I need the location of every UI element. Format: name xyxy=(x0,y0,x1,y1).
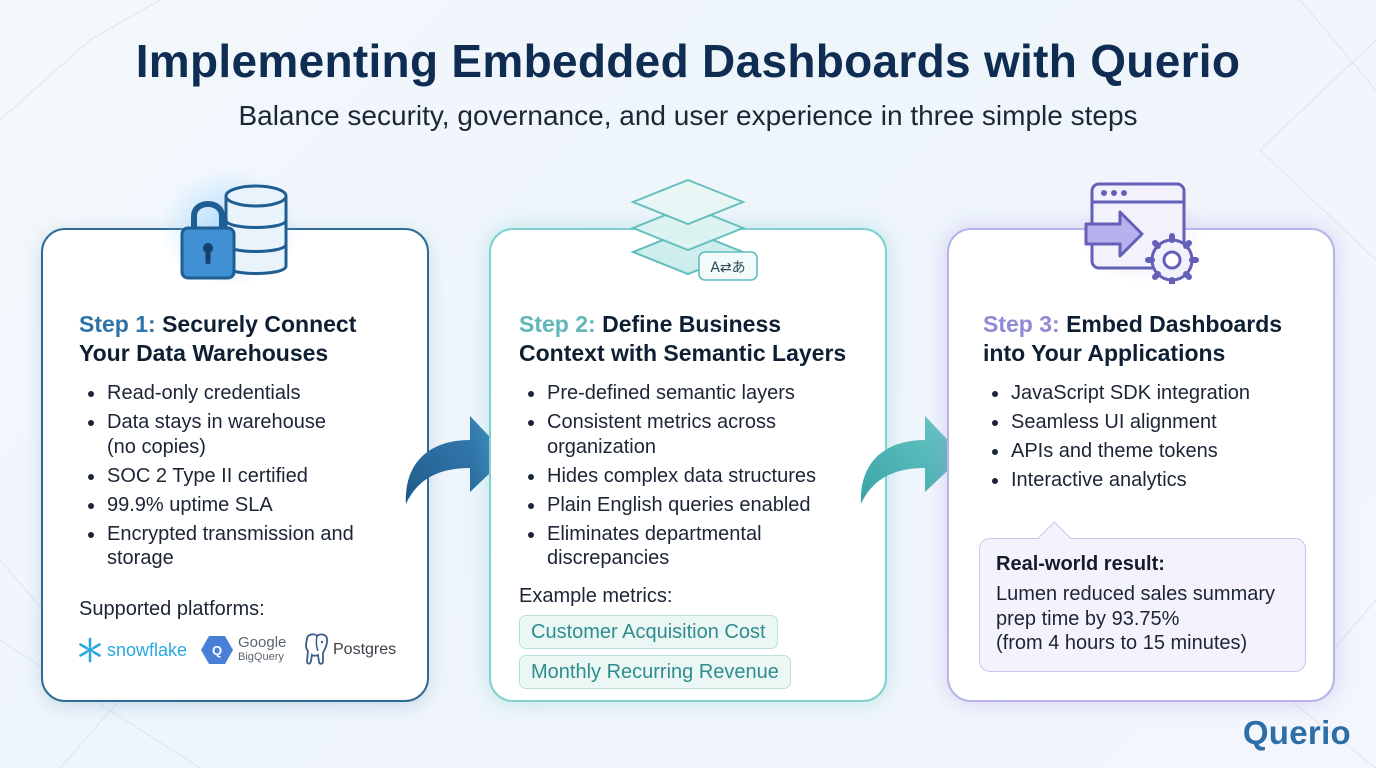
step-1-bullets: Read-only credentials Data stays in ware… xyxy=(79,381,413,575)
list-item: JavaScript SDK integration xyxy=(983,381,1319,406)
step-3-title-line1: Embed Dashboards xyxy=(1066,311,1283,337)
bigquery-logo: Q Google BigQuery xyxy=(201,630,286,670)
page-title: Implementing Embedded Dashboards with Qu… xyxy=(135,35,1241,87)
list-item: Interactive analytics xyxy=(983,468,1319,493)
step-3-number: Step 3: xyxy=(983,311,1060,337)
step-2-title-line2: Context with Semantic Layers xyxy=(519,340,847,366)
semantic-layers-icon: A⇄あ xyxy=(630,178,758,281)
snowflake-icon xyxy=(79,637,101,663)
svg-text:Q: Q xyxy=(212,643,222,658)
bigquery-label-bottom: BigQuery xyxy=(238,651,284,663)
bigquery-label-top: Google xyxy=(238,634,287,651)
step-2-title: Step 2: Define Business Context with Sem… xyxy=(519,310,869,368)
step-2-bullets: Pre-defined semantic layers Consistent m… xyxy=(519,381,871,575)
step-1-number: Step 1: xyxy=(79,311,156,337)
step-2-card: Step 2: Define Business Context with Sem… xyxy=(489,228,887,702)
list-item: APIs and theme tokens xyxy=(983,439,1319,464)
list-item: Hides complex data structures xyxy=(519,464,871,489)
metric-pill-mrr: Monthly Recurring Revenue xyxy=(519,655,791,689)
result-callout: Real-world result: Lumen reduced sales s… xyxy=(979,521,1306,672)
example-metrics-label: Example metrics: xyxy=(519,585,673,607)
result-body: Lumen reduced sales summary prep time by… xyxy=(996,583,1276,654)
snowflake-label: snowflake xyxy=(107,639,188,660)
list-item: Pre-defined semantic layers xyxy=(519,381,871,406)
result-heading: Real-world result: xyxy=(996,553,1165,575)
postgres-label: Postgres xyxy=(333,641,397,658)
step-3-card: Step 3: Embed Dashboards into Your Appli… xyxy=(947,228,1335,702)
page-subtitle: Balance security, governance, and user e… xyxy=(238,100,1138,131)
postgres-elephant-icon xyxy=(305,633,328,665)
arrow-step-1-to-2 xyxy=(405,416,508,504)
step-2-title-line1: Define Business xyxy=(602,311,782,337)
step-1-title-line2: Your Data Warehouses xyxy=(79,340,329,366)
list-item: Seamless UI alignment xyxy=(983,410,1319,435)
translate-icon: A⇄あ xyxy=(710,260,745,276)
snowflake-logo: snowflake xyxy=(77,630,187,670)
step-2-number: Step 2: xyxy=(519,311,596,337)
bigquery-icon: Q xyxy=(201,636,233,664)
platforms-label: Supported platforms: xyxy=(79,598,265,620)
platform-logos: snowflake Q Google BigQuery Postgres xyxy=(77,630,415,670)
step-3-title-line2: into Your Applications xyxy=(983,340,1226,366)
postgres-logo: Postgres xyxy=(301,630,396,670)
step-3-bullets: JavaScript SDK integration Seamless UI a… xyxy=(983,381,1319,497)
step-1-title: Step 1: Securely Connect Your Data Wareh… xyxy=(79,310,411,368)
list-item: Plain English queries enabled xyxy=(519,493,871,518)
querio-logo: Querio xyxy=(1242,714,1351,751)
metric-pill-cac: Customer Acquisition Cost xyxy=(519,615,778,649)
list-item: SOC 2 Type II certified xyxy=(79,464,413,489)
list-item: Read-only credentials xyxy=(79,381,413,406)
embed-window-gear-icon xyxy=(1080,179,1204,284)
step-1-card: Step 1: Securely Connect Your Data Wareh… xyxy=(41,228,429,702)
list-item: 99.9% uptime SLA xyxy=(79,493,413,518)
database-lock-icon xyxy=(160,170,300,286)
list-item: Data stays in warehouse(no copies) xyxy=(79,410,413,459)
step-3-title: Step 3: Embed Dashboards into Your Appli… xyxy=(983,310,1317,368)
arrow-step-2-to-3 xyxy=(860,416,963,504)
step-1-title-line1: Securely Connect xyxy=(162,311,357,337)
